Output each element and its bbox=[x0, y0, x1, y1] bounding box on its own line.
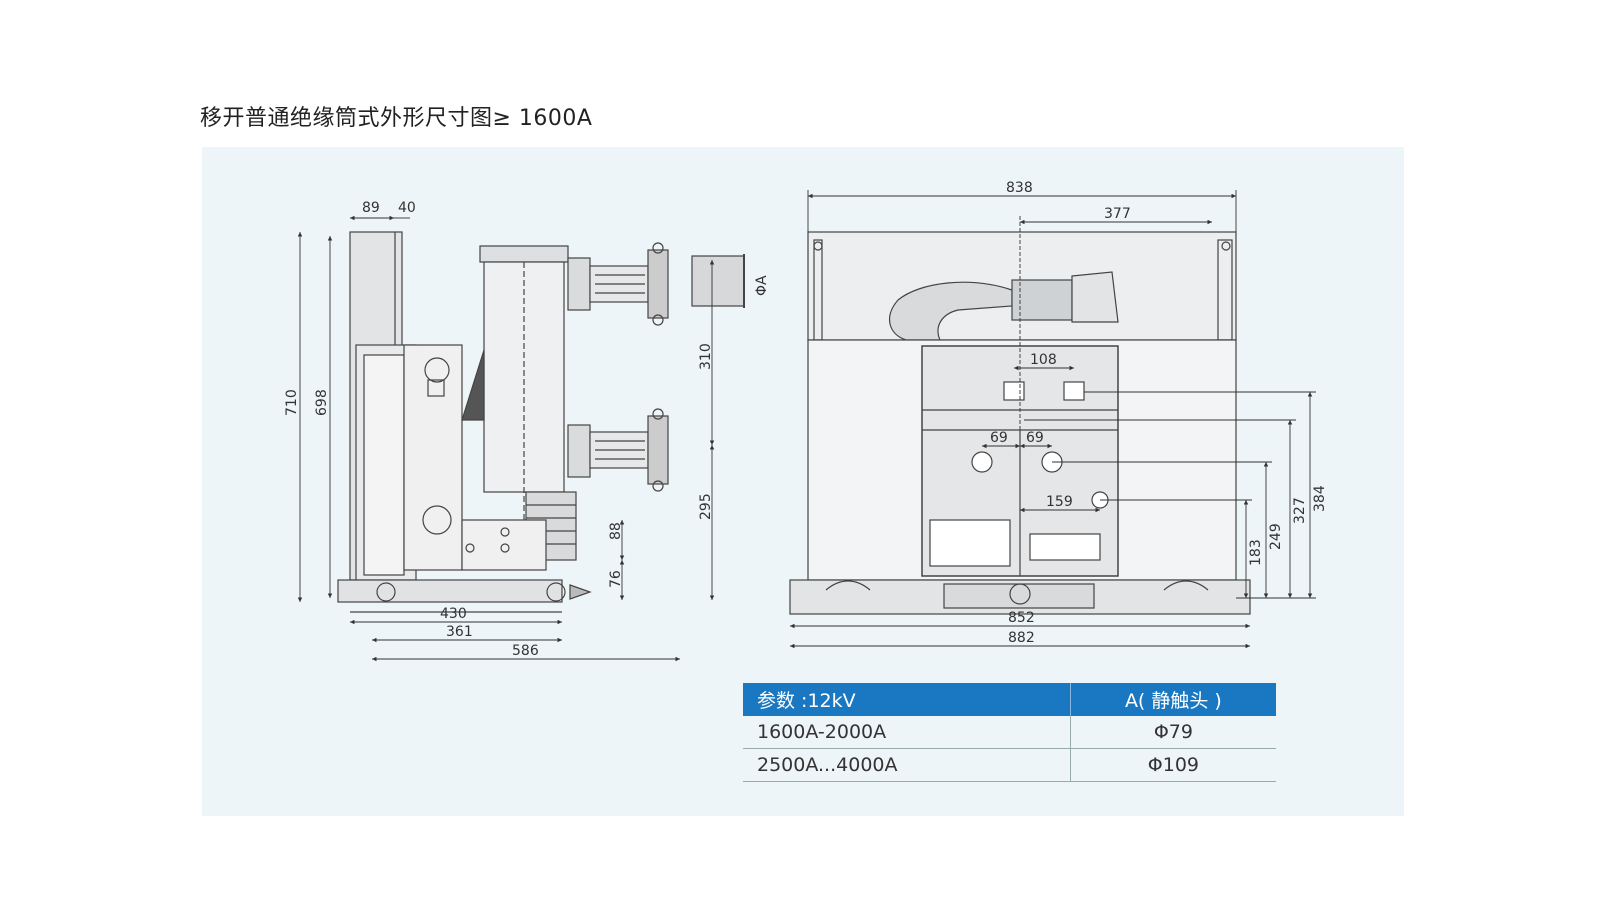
table-cell-current: 1600A-2000A bbox=[743, 716, 1071, 749]
dim-159: 159 bbox=[1046, 494, 1073, 510]
dim-361: 361 bbox=[446, 624, 473, 640]
side-view bbox=[337, 231, 745, 613]
dim-430: 430 bbox=[440, 606, 467, 622]
table-cell-diameter: Φ79 bbox=[1069, 716, 1276, 749]
table-cell-current: 2500A...4000A bbox=[743, 748, 1071, 782]
table-header-contact: A( 静触头 ) bbox=[1069, 683, 1276, 716]
dim-710: 710 bbox=[284, 389, 300, 416]
dim-183: 183 bbox=[1248, 539, 1264, 566]
dim-69-left: 69 bbox=[990, 430, 1008, 446]
dim-69-right: 69 bbox=[1026, 430, 1044, 446]
table-row: 2500A...4000A Φ109 bbox=[743, 748, 1276, 782]
dim-40: 40 bbox=[398, 200, 416, 216]
dim-377: 377 bbox=[1104, 206, 1131, 222]
dim-852: 852 bbox=[1008, 610, 1035, 626]
dim-310: 310 bbox=[698, 343, 714, 370]
dim-108: 108 bbox=[1030, 352, 1057, 368]
table-header-param: 参数 :12kV bbox=[743, 683, 1071, 716]
dim-586: 586 bbox=[512, 643, 539, 659]
dim-384: 384 bbox=[1312, 485, 1328, 512]
dim-phi-a: ΦA bbox=[754, 275, 770, 296]
dim-327: 327 bbox=[1292, 497, 1308, 524]
front-view bbox=[789, 231, 1251, 615]
dim-698: 698 bbox=[314, 389, 330, 416]
table-row: 1600A-2000A Φ79 bbox=[743, 716, 1276, 749]
dim-89: 89 bbox=[362, 200, 380, 216]
page-title: 移开普通绝缘筒式外形尺寸图≥ 1600A bbox=[200, 106, 593, 131]
spec-table: 参数 :12kV A( 静触头 ) 1600A-2000A Φ79 2500A.… bbox=[743, 683, 1276, 782]
table-header-row: 参数 :12kV A( 静触头 ) bbox=[743, 683, 1276, 716]
table-cell-diameter: Φ109 bbox=[1069, 748, 1276, 782]
dim-882: 882 bbox=[1008, 630, 1035, 646]
dim-249: 249 bbox=[1268, 523, 1284, 550]
dim-295: 295 bbox=[698, 493, 714, 520]
dim-838: 838 bbox=[1006, 180, 1033, 196]
dim-76: 76 bbox=[608, 570, 624, 588]
dim-88: 88 bbox=[608, 522, 624, 540]
